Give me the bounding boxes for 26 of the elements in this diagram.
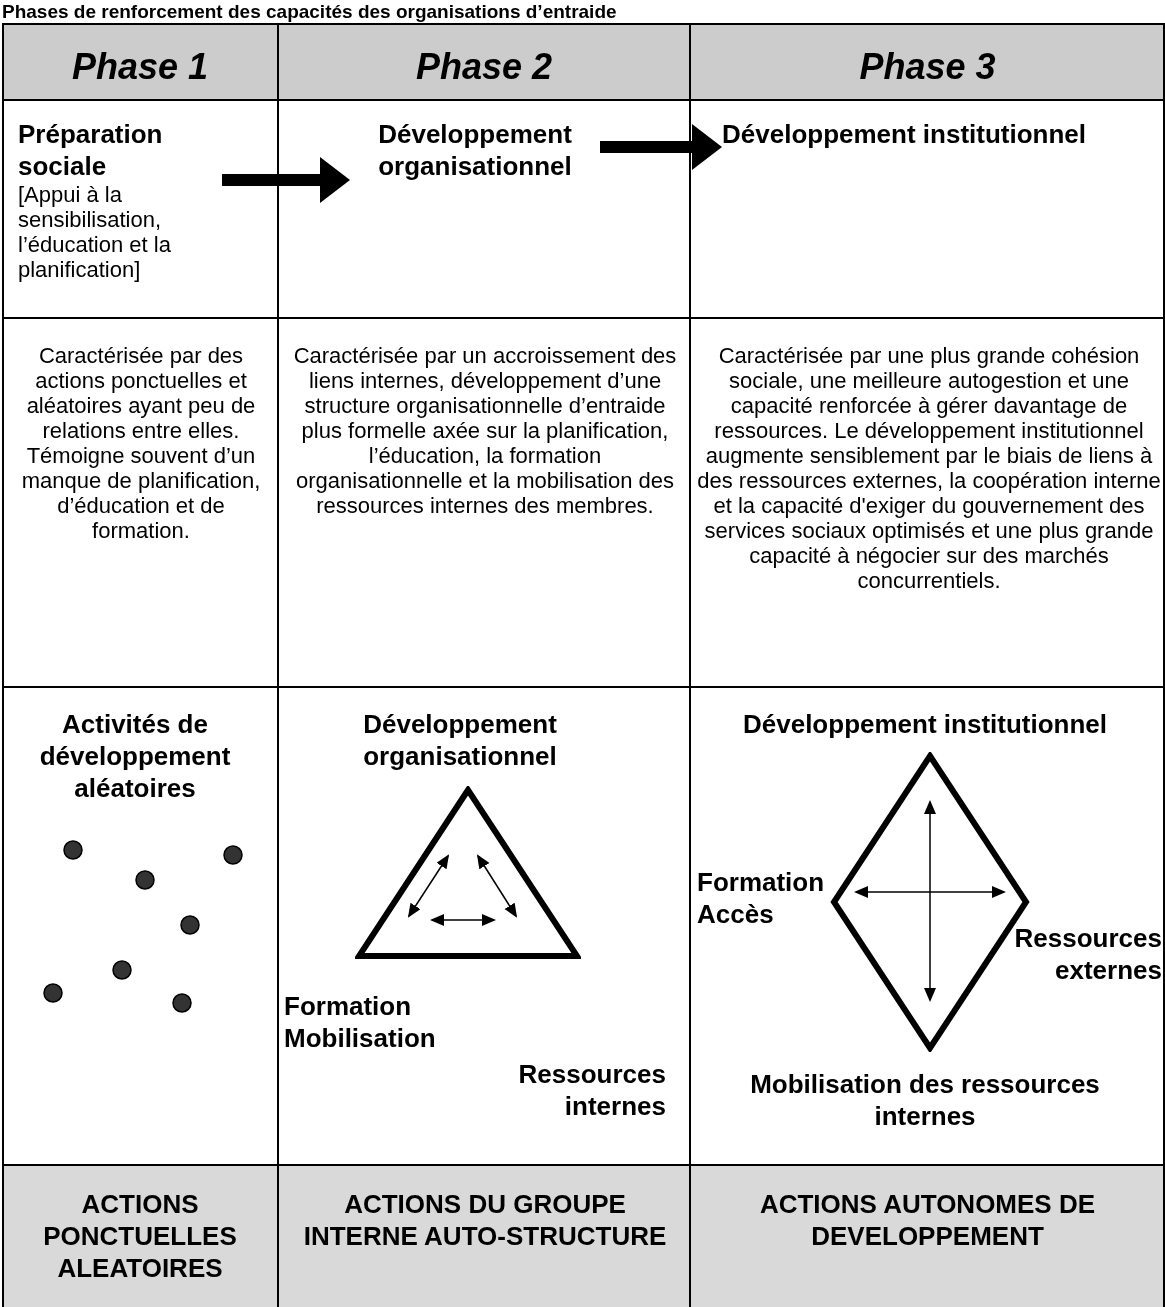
- stage-heading: Développement organisationnel: [350, 118, 600, 188]
- description-text: Caractérisée par une plus grande cohésion sociale, une meilleure autogestion et une capacité renforcée à gérer davantage de ressources. Le développement institutionnel augmente sensiblement par le biais de liens à des ressources externes, la coopération interne et la capacité d'exiger du gouvernement des services sociaux optimisés et une plus grande capacité à négocier sur des marchés concurrentiels.: [696, 343, 1162, 593]
- corner-label: Ressources internes: [517, 1058, 666, 1122]
- stage-heading: Préparation sociale [Appui à la sensibilisation, l’éducation et la planification]: [18, 118, 222, 308]
- corner-label: Mobilisation: [284, 1022, 437, 1054]
- phase-heading: Phase 3: [858, 45, 997, 89]
- diagram-title: Phases de renforcement des capacités des organisations d’entraide: [2, 0, 617, 23]
- corner-label: Formation: [284, 990, 413, 1022]
- description-text: Caractérisée par des actions ponctuelles et aléatoires ayant peu de relations entre elles. Témoigne souvent d’un manque de planification, d’éducation et de formation.: [20, 343, 262, 543]
- section-heading: Activités de développement aléatoires: [38, 708, 232, 804]
- summary-text: ACTIONS AUTONOMES DE DEVELOPPEMENT: [758, 1188, 1097, 1252]
- summary-text: ACTIONS PONCTUELLES ALEATOIRES: [42, 1188, 238, 1284]
- arrow: [222, 157, 350, 203]
- corner-label: Ressources externes: [1013, 922, 1162, 986]
- corner-label: Mobilisation des ressources internes: [749, 1068, 1101, 1132]
- triangle-shape: [355, 786, 581, 960]
- phase-heading: Phase 2: [414, 45, 554, 89]
- phase-heading: Phase 1: [70, 45, 210, 89]
- corner-label: Accès: [697, 898, 775, 930]
- description-text: Caractérisée par un accroissement des liens internes, développement d’une structure organisationnelle d’entraide plus formelle axée sur la planification, l’éducation, la formation organisationnelle et la mobilisation des ressources internes des membres.: [292, 343, 678, 518]
- corner-label: Formation: [697, 866, 826, 898]
- arrow: [600, 124, 722, 170]
- summary-text: ACTIONS DU GROUPE INTERNE AUTO-STRUCTURE: [302, 1188, 668, 1252]
- section-heading: Développement institutionnel: [742, 708, 1108, 740]
- section-heading: Développement organisationnel: [362, 708, 558, 772]
- stage-heading: Développement institutionnel: [722, 118, 1142, 158]
